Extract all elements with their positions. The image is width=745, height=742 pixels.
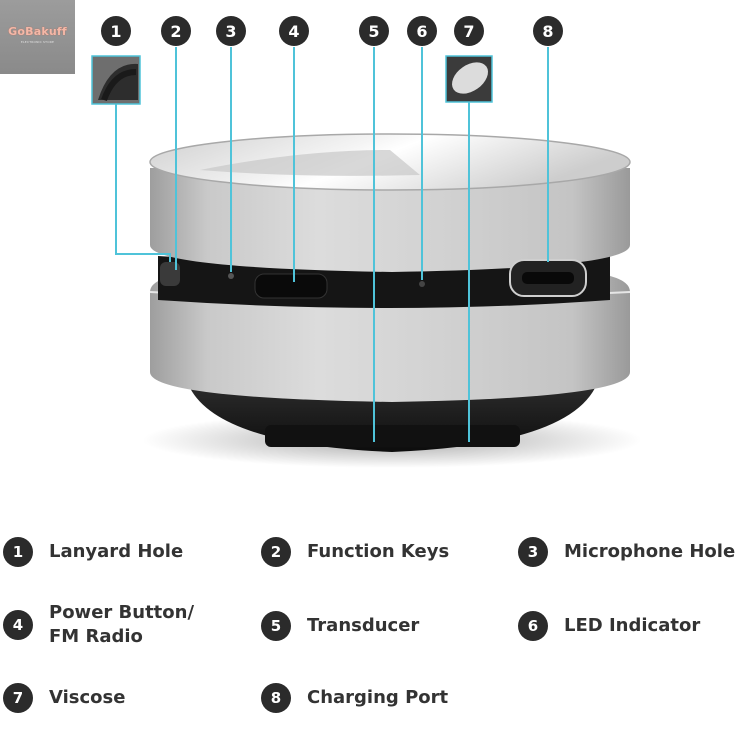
legend-number: 3	[518, 537, 548, 567]
legend-item-8: 8 Charging Port	[261, 683, 448, 713]
microphone-hole	[228, 273, 234, 279]
brand-logo-subtext: ELECTRONIC STORE	[20, 39, 55, 44]
legend-label: Power Button/ FM Radio	[49, 602, 195, 647]
legend-item-5: 5 Transducer	[261, 611, 419, 641]
legend-number: 8	[261, 683, 291, 713]
led-indicator	[419, 281, 425, 287]
legend-item-7: 7 Viscose	[3, 683, 125, 713]
legend-number: 6	[518, 611, 548, 641]
callout-badge-4: 4	[279, 16, 309, 46]
legend-item-6: 6 LED Indicator	[518, 611, 700, 641]
legend-label: Lanyard Hole	[49, 541, 184, 562]
legend-item-3: 3 Microphone Hole	[518, 537, 735, 567]
legend-item-2: 2 Function Keys	[261, 537, 449, 567]
legend-number: 2	[261, 537, 291, 567]
callout-badge-3: 3	[216, 16, 246, 46]
callout-badge-5: 5	[359, 16, 389, 46]
speaker-illustration	[91, 47, 642, 468]
legend-label: LED Indicator	[564, 615, 701, 636]
legend-number: 5	[261, 611, 291, 641]
legend-number: 1	[3, 537, 33, 567]
legend-label: Microphone Hole	[564, 541, 736, 562]
legend-number: 4	[3, 610, 33, 640]
callout-badge-1: 1	[101, 16, 131, 46]
legend-label: Function Keys	[307, 541, 450, 562]
brand-logo: GoBakuff ELECTRONIC STORE	[0, 0, 75, 74]
callout-badge-7: 7	[454, 16, 484, 46]
lanyard-inset	[91, 55, 141, 105]
legend-label: Charging Port	[307, 687, 449, 708]
legend-item-4: 4 Power Button/ FM Radio	[3, 601, 194, 649]
callout-badge-6: 6	[407, 16, 437, 46]
power-button	[254, 273, 328, 299]
speaker-foot	[265, 425, 520, 447]
callout-badge-8: 8	[533, 16, 563, 46]
legend-label: Transducer	[307, 615, 420, 636]
leader-line-1	[115, 104, 171, 262]
legend-label: Viscose	[49, 687, 126, 708]
upper-ring	[150, 168, 630, 272]
brand-logo-text: GoBakuff	[8, 24, 67, 38]
legend-item-1: 1 Lanyard Hole	[3, 537, 183, 567]
viscose-inset	[445, 55, 493, 103]
callout-badge-2: 2	[161, 16, 191, 46]
legend-number: 7	[3, 683, 33, 713]
